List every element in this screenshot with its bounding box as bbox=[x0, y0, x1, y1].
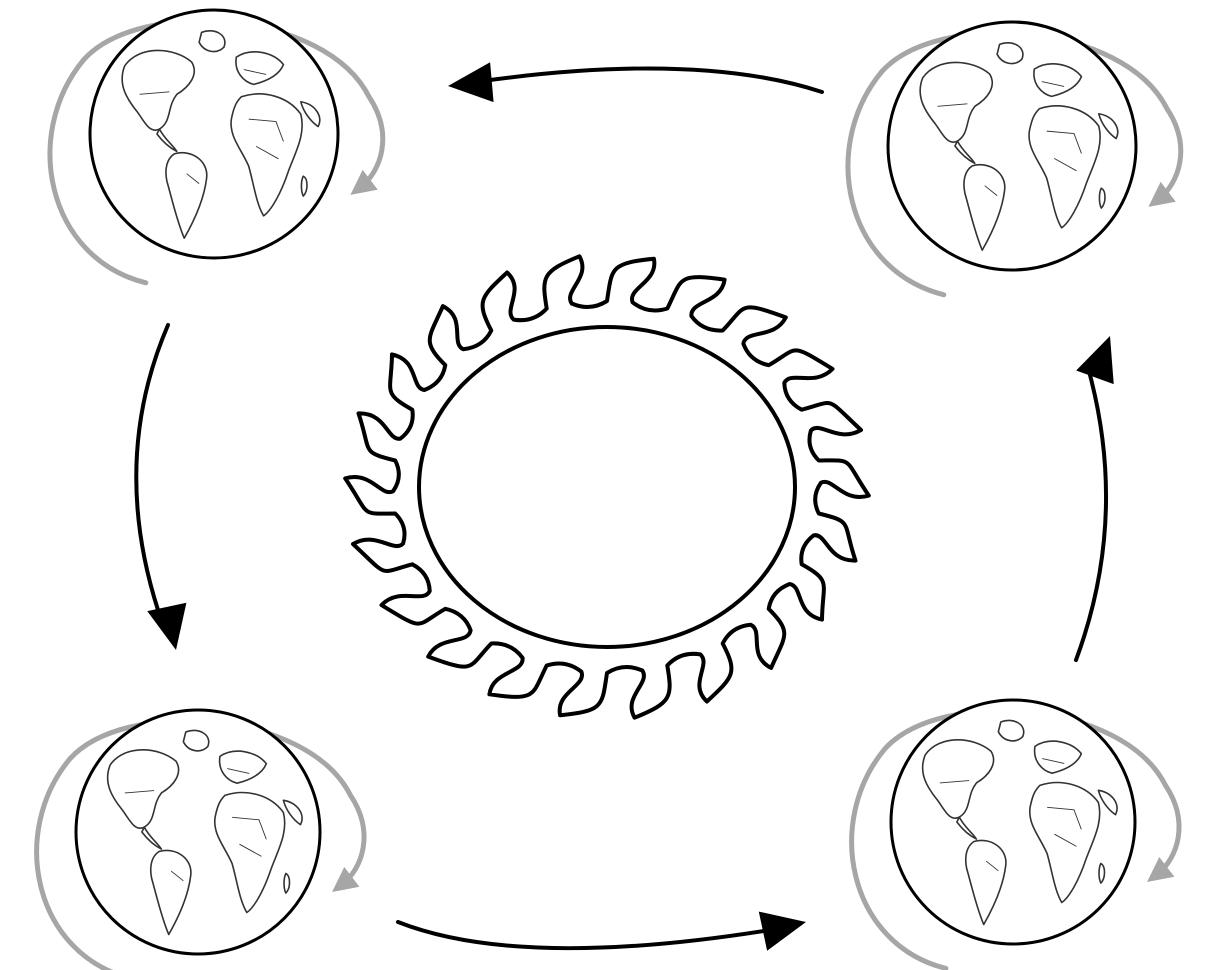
rotation-arrow-hook bbox=[1157, 785, 1179, 874]
orbit-arrow-bottom-line bbox=[398, 922, 770, 948]
orbit-arrow-top-line bbox=[490, 68, 822, 92]
earth-icon bbox=[852, 700, 1179, 968]
orbit-arrow-right-line bbox=[1076, 375, 1106, 660]
orbit-arrow-icon bbox=[1076, 336, 1114, 660]
orbit-arrow-left-line bbox=[136, 325, 168, 610]
orbit-arrow-icon bbox=[448, 62, 822, 102]
orbit-arrow-bottom-head bbox=[759, 912, 806, 951]
sun-icon bbox=[345, 256, 869, 717]
orbit-arrow-icon bbox=[136, 325, 186, 650]
rotation-arrow-hook bbox=[1158, 109, 1180, 200]
sun-disc bbox=[419, 327, 795, 647]
rotation-arrow-hook bbox=[360, 97, 382, 188]
orbit-arrow-top-head bbox=[448, 62, 494, 102]
rotation-arrow-hook bbox=[342, 795, 364, 884]
orbit-arrow-right-head bbox=[1076, 336, 1114, 384]
earth-icon bbox=[50, 10, 383, 283]
earth-icon bbox=[37, 710, 364, 970]
orbit-arrow-icon bbox=[398, 912, 806, 951]
orbit-arrow-left-head bbox=[147, 603, 186, 650]
earth-icon bbox=[848, 22, 1181, 295]
